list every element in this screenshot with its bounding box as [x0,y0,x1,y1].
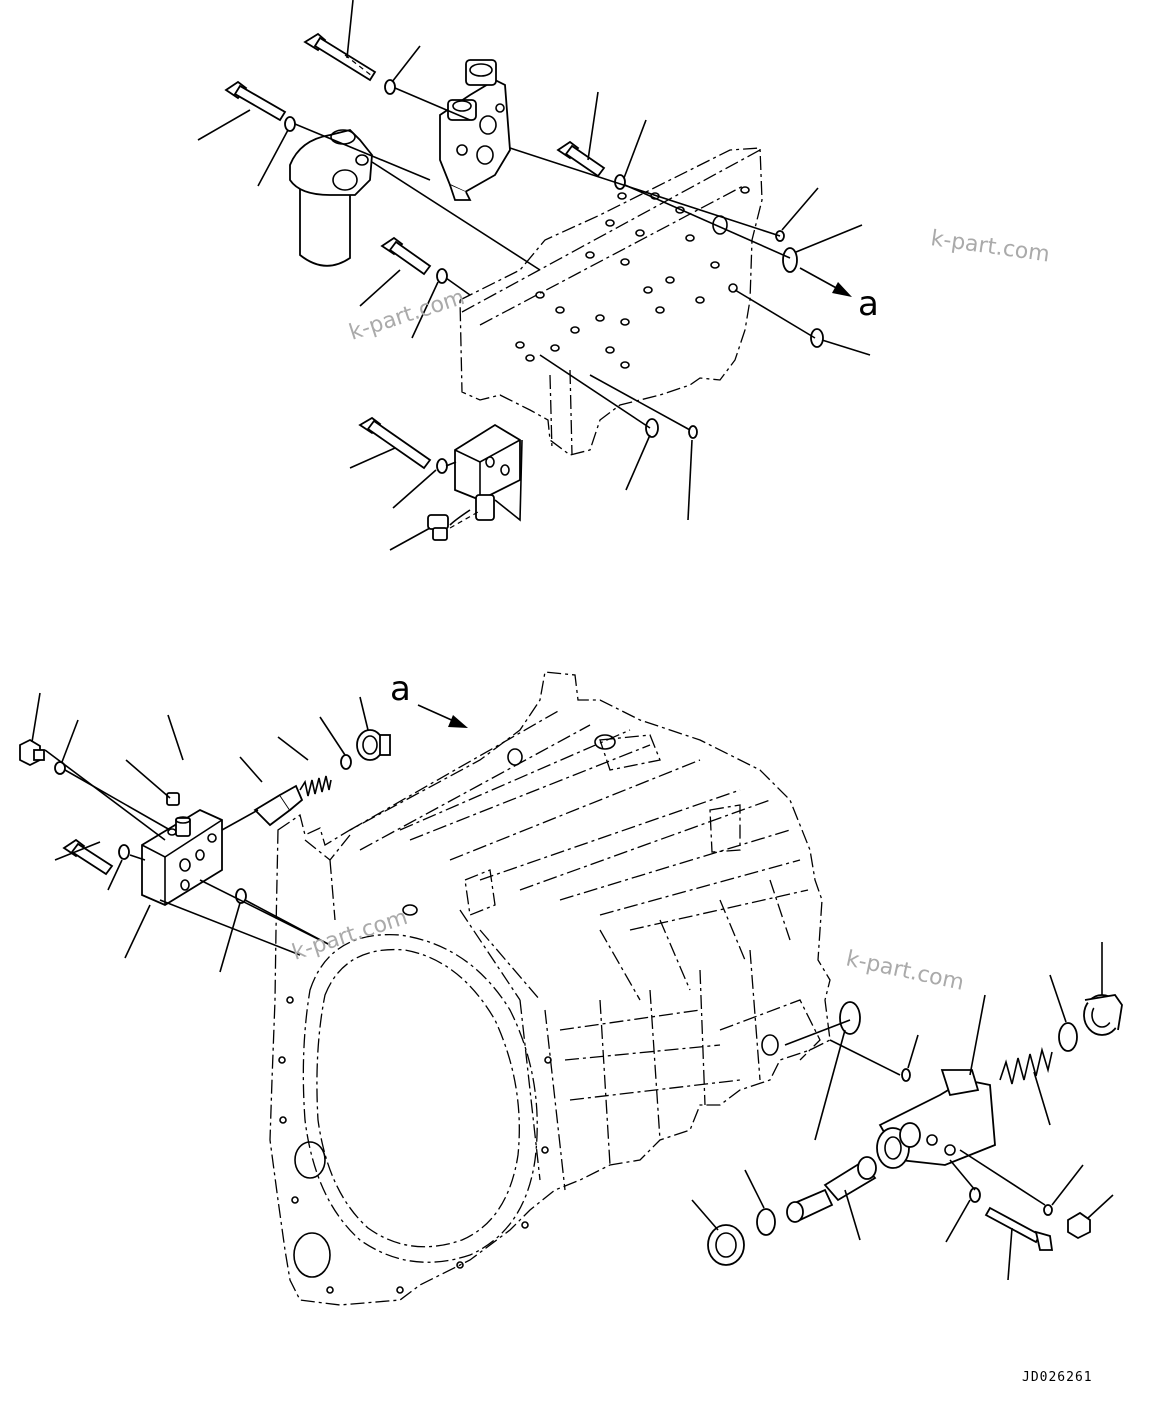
washer [436,268,448,284]
leader-lines [691,942,1114,1281]
washer [969,1187,981,1203]
center-lines [44,749,331,956]
o-ring [645,230,824,439]
plug [1067,1211,1091,1240]
view-arrow-top [799,267,852,297]
connector [427,511,479,541]
drawing-code: JD026261 [1022,1370,1093,1385]
o-ring [839,1001,911,1082]
valve-housing-phantom [459,147,763,456]
valve-spool [253,784,304,827]
view-ref-label-bottom: a [390,669,411,709]
oil-filter [289,129,373,267]
watermark: k-part.com [289,905,411,966]
plug [1083,994,1123,1036]
plug [19,738,45,767]
bell-housing-opening [302,933,538,1263]
center-lines [784,1019,1046,1206]
bolt [62,838,114,876]
bolt [984,1206,1054,1251]
control-valve [439,59,511,201]
o-ring [1043,1204,1053,1216]
leader-lines [197,0,871,551]
spring [299,775,332,797]
plug [707,1224,745,1266]
wire-harness [494,439,523,522]
plug [166,792,180,806]
plug [356,729,391,761]
view-arrow-bottom [417,704,468,728]
washer [384,79,396,95]
valve-spool [786,1156,877,1223]
watermark: k-part.com [346,285,468,346]
valve-housing [876,1069,996,1169]
center-lines [294,87,816,467]
plug [175,816,191,837]
washer [118,844,130,860]
watermark: k-part.com [929,226,1051,267]
o-ring [1058,1022,1078,1052]
case-bolt-holes [278,734,779,1294]
bolt [358,416,432,470]
view-ref-label-top: a [858,284,879,324]
transmission-case-phantom [269,671,831,1306]
bolt [556,140,606,178]
bolt [303,32,377,82]
valve-housing-ports [515,186,750,369]
leader-lines [31,692,369,973]
bolt [224,80,287,122]
spring [999,1046,1053,1085]
washer [284,116,296,132]
o-ring [756,1208,776,1236]
washer [436,458,448,474]
solenoid-valve [449,423,521,526]
o-ring [340,754,352,770]
bolt [380,236,432,276]
watermark: k-part.com [844,946,966,995]
